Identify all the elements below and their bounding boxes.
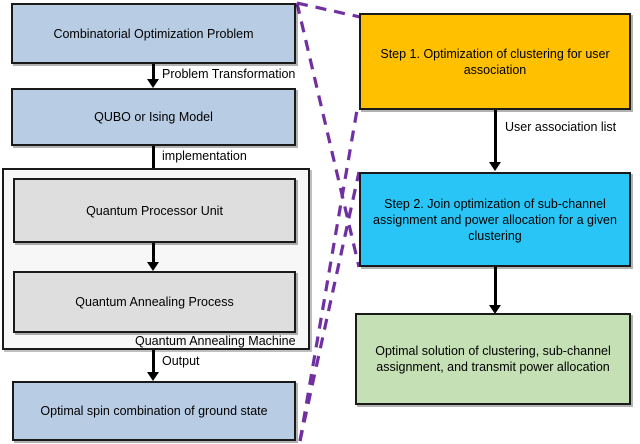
- node-optimal-spin-combination[interactable]: Optimal spin combination of ground state: [12, 381, 296, 441]
- node-qubo-or-ising-model[interactable]: QUBO or Ising Model: [11, 88, 296, 146]
- node-label: Quantum Processor Unit: [86, 203, 223, 218]
- node-label: Step 1. Optimization of clustering for u…: [380, 46, 610, 77]
- node-label: QUBO or Ising Model: [94, 110, 213, 124]
- arrow-label-implementation: implementation: [162, 149, 247, 163]
- node-label: Optimal spin combination of ground state: [40, 404, 268, 418]
- node-quantum-annealing-process[interactable]: Quantum Annealing Process: [13, 271, 296, 333]
- node-label: Optimal solution of clustering, sub-chan…: [375, 344, 611, 374]
- group-label-quantum-annealing-machine: Quantum Annealing Machine: [135, 334, 296, 348]
- arrow-label-problem-transformation: Problem Transformation: [162, 67, 296, 81]
- node-label: Step 2. Join optimization of sub-channel…: [373, 196, 617, 243]
- arrow-label-user-association-list: User association list: [505, 120, 617, 134]
- node-label: Combinatorial Optimization Problem: [53, 26, 254, 41]
- node-optimal-solution[interactable]: Optimal solution of clustering, sub-chan…: [355, 313, 631, 405]
- node-label: Quantum Annealing Process: [75, 295, 234, 309]
- arrow-label-output: Output: [162, 354, 200, 368]
- node-quantum-processor-unit[interactable]: Quantum Processor Unit: [13, 178, 296, 243]
- node-combinatorial-optimization-problem[interactable]: Combinatorial Optimization Problem: [11, 3, 296, 64]
- node-step-1-clustering-optimization[interactable]: Step 1. Optimization of clustering for u…: [359, 13, 631, 110]
- node-step-2-joint-optimization[interactable]: Step 2. Join optimization of sub-channel…: [359, 172, 631, 267]
